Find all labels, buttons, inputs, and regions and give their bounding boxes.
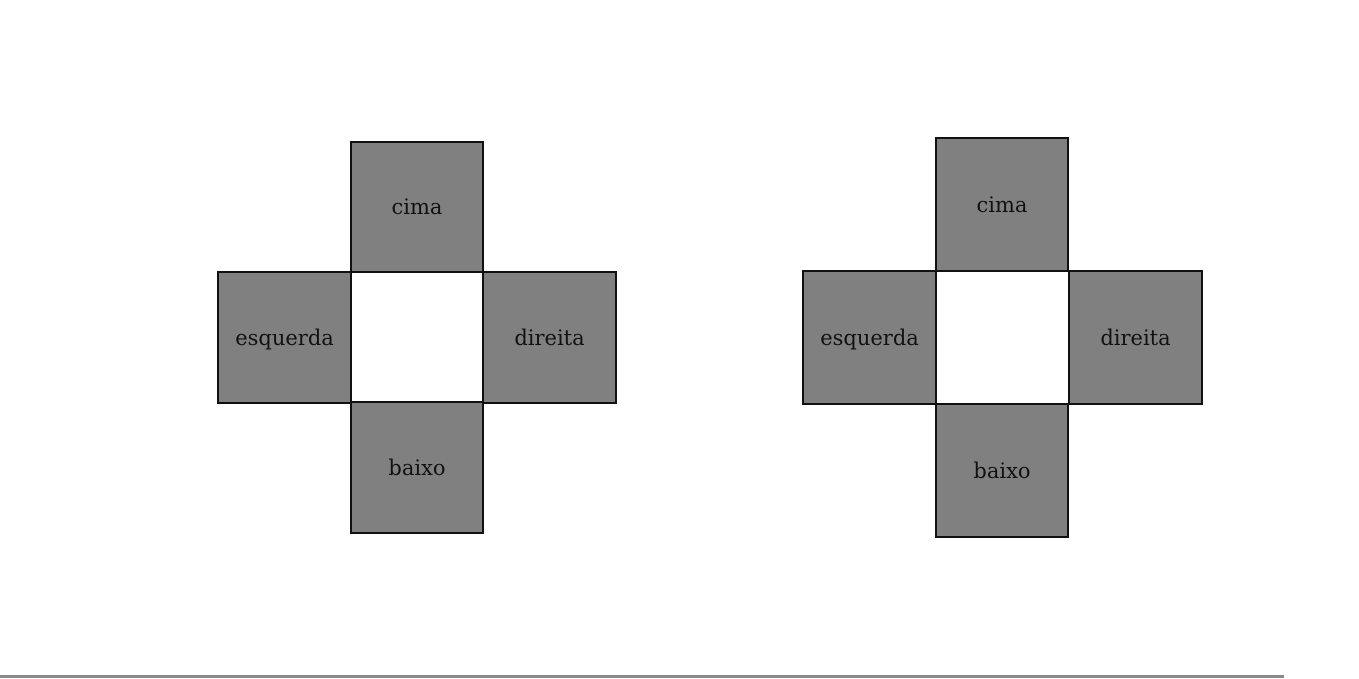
right-button[interactable]: direita	[482, 271, 617, 404]
left-button-label: esquerda	[235, 325, 334, 350]
up-button[interactable]: cima	[935, 137, 1069, 272]
up-button-label: cima	[391, 195, 443, 219]
direction-pad-left: cima esquerda direita baixo	[217, 141, 617, 534]
down-button-label: baixo	[388, 455, 446, 480]
left-button[interactable]: esquerda	[802, 270, 937, 405]
down-button[interactable]: baixo	[935, 403, 1069, 538]
right-button-label: direita	[514, 325, 585, 350]
direction-pad-right: cima esquerda direita baixo	[802, 137, 1203, 538]
bottom-divider	[0, 675, 1284, 678]
up-button-label: cima	[976, 192, 1028, 217]
right-button-label: direita	[1100, 325, 1171, 350]
down-button[interactable]: baixo	[350, 401, 484, 534]
pad-center	[937, 272, 1068, 403]
up-button[interactable]: cima	[350, 141, 484, 273]
left-button-label: esquerda	[820, 325, 919, 350]
right-button[interactable]: direita	[1068, 270, 1203, 405]
pad-center	[352, 273, 482, 401]
down-button-label: baixo	[973, 458, 1031, 483]
left-button[interactable]: esquerda	[217, 271, 352, 404]
